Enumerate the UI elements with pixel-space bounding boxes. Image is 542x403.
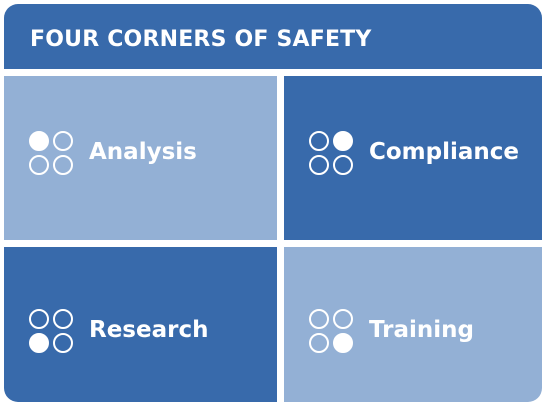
quadrant-training: Training <box>284 247 542 402</box>
quadrant-compliance: Compliance <box>284 76 542 240</box>
four-circles-top-left-filled-icon <box>29 131 73 175</box>
quadrant-research: Research <box>4 247 277 402</box>
quadrant-label-training: Training <box>369 317 475 343</box>
outline-circle-icon <box>309 155 329 175</box>
quadrant-analysis: Analysis <box>4 76 277 240</box>
outline-circle-icon <box>29 155 49 175</box>
header-bar: FOUR CORNERS OF SAFETY <box>4 4 542 69</box>
outline-circle-icon <box>53 155 73 175</box>
filled-circle-icon <box>333 333 353 353</box>
outline-circle-icon <box>333 309 353 329</box>
quadrant-label-research: Research <box>89 317 209 343</box>
outline-circle-icon <box>53 333 73 353</box>
filled-circle-icon <box>29 131 49 151</box>
outline-circle-icon <box>333 155 353 175</box>
four-circles-bottom-right-filled-icon <box>309 309 353 353</box>
quadrant-label-compliance: Compliance <box>369 139 520 165</box>
quadrant-label-analysis: Analysis <box>89 139 197 165</box>
filled-circle-icon <box>29 333 49 353</box>
filled-circle-icon <box>333 131 353 151</box>
outline-circle-icon <box>309 309 329 329</box>
outline-circle-icon <box>53 131 73 151</box>
outline-circle-icon <box>309 333 329 353</box>
outline-circle-icon <box>53 309 73 329</box>
four-corners-card: FOUR CORNERS OF SAFETY Analysis Complian… <box>4 4 542 402</box>
outline-circle-icon <box>309 131 329 151</box>
page-title: FOUR CORNERS OF SAFETY <box>30 27 372 52</box>
four-circles-top-right-filled-icon <box>309 131 353 175</box>
four-circles-bottom-left-filled-icon <box>29 309 73 353</box>
outline-circle-icon <box>29 309 49 329</box>
